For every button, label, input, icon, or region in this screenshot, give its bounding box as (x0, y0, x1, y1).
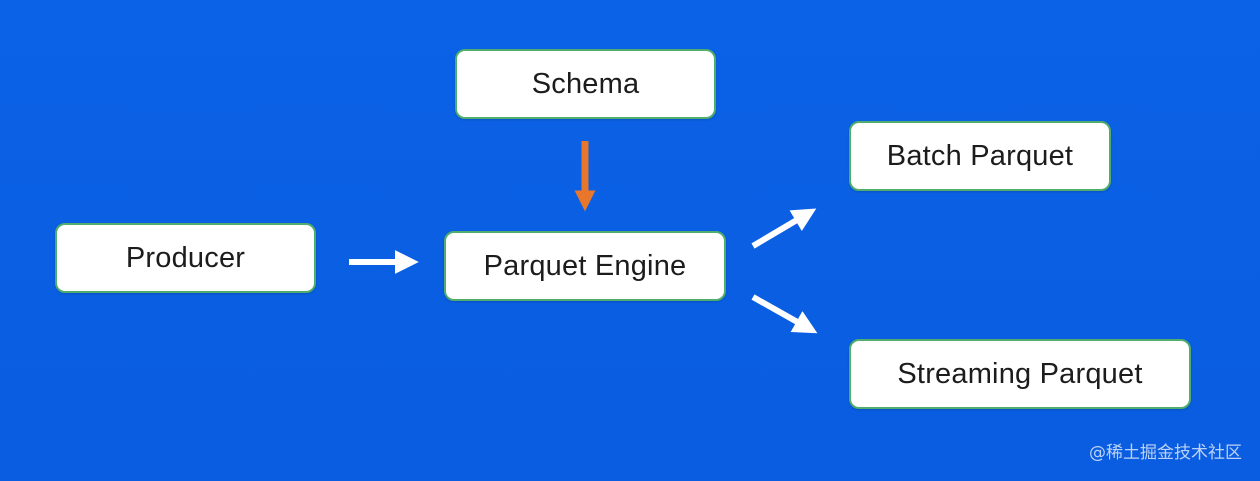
arrow-engine-to-batch (751, 208, 817, 249)
node-batch-parquet-label: Batch Parquet (886, 139, 1074, 172)
node-schema-label: Schema (531, 67, 640, 100)
watermark: @稀土掘金技术社区 (1089, 443, 1242, 463)
arrow-engine-to-stream (751, 294, 818, 334)
node-streaming-parquet-label: Streaming Parquet (897, 357, 1143, 390)
node-streaming-parquet: Streaming Parquet (849, 339, 1191, 409)
node-batch-parquet: Batch Parquet (849, 121, 1111, 191)
node-parquet-engine-label: Parquet Engine (483, 249, 687, 282)
node-producer: Producer (55, 223, 316, 293)
node-producer-label: Producer (125, 241, 246, 274)
node-parquet-engine: Parquet Engine (444, 231, 726, 301)
node-schema: Schema (455, 49, 716, 119)
